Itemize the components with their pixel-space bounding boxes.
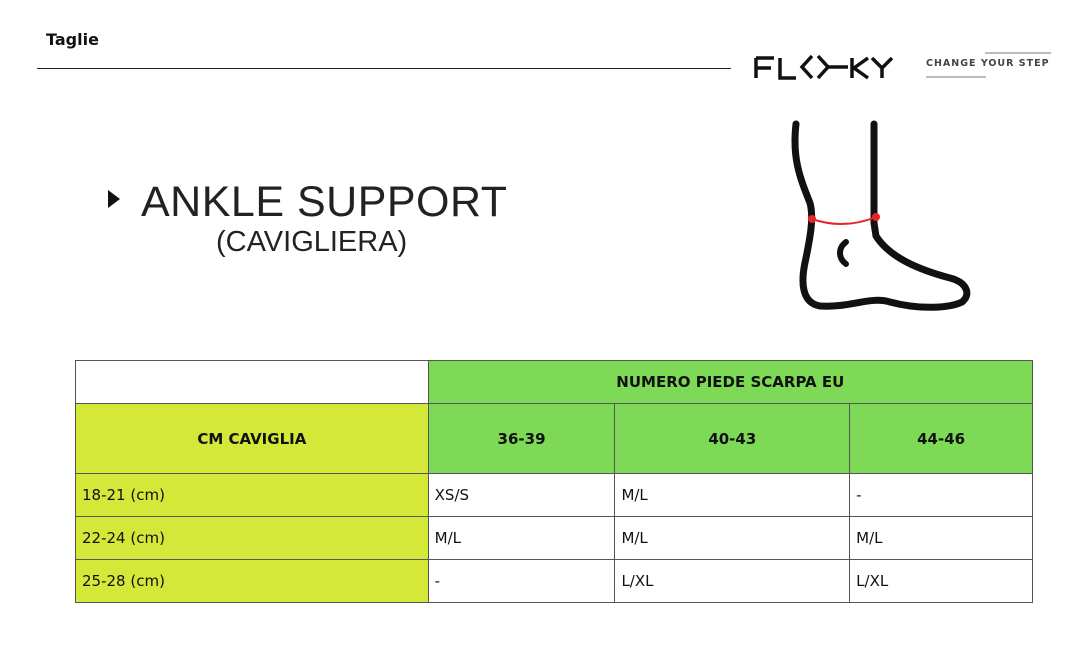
row-label: 25-28 (cm) [75,559,429,603]
group-header: NUMERO PIEDE SCARPA EU [427,360,1034,404]
product-subtitle: (CAVIGLIERA) [216,226,408,258]
empty-corner-cell [75,360,429,404]
size-cell: - [849,473,1033,517]
size-cell: M/L [849,516,1033,560]
table-row: 25-28 (cm) - L/XL L/XL [75,559,1033,603]
row-label: 18-21 (cm) [75,473,429,517]
ankle-foot-illustration-icon [791,120,971,311]
size-table: NUMERO PIEDE SCARPA EU CM CAVIGLIA 36-39… [75,360,1034,603]
tagline-rule-bottom [926,76,986,78]
column-header: 36-39 [427,403,616,474]
size-cell: XS/S [427,473,616,517]
size-cell: L/XL [614,559,851,603]
column-header: 40-43 [614,403,851,474]
column-header: 44-46 [849,403,1033,474]
size-cell: L/XL [849,559,1033,603]
product-title: ANKLE SUPPORT [141,178,508,226]
brand-tagline: CHANGE YOUR STEP [926,58,1050,69]
table-row: 22-24 (cm) M/L M/L M/L [75,516,1033,560]
size-cell: - [427,559,616,603]
size-cell: M/L [427,516,616,560]
section-title: Taglie [46,30,99,49]
tagline-rule-top [985,52,1051,54]
row-label: 22-24 (cm) [75,516,429,560]
size-cell: M/L [614,516,851,560]
size-cell: M/L [614,473,851,517]
header-divider [37,68,731,69]
row-header: CM CAVIGLIA [75,403,429,474]
table-row: 18-21 (cm) XS/S M/L - [75,473,1033,517]
triangle-bullet-icon [108,190,120,208]
floky-logo [754,54,894,80]
